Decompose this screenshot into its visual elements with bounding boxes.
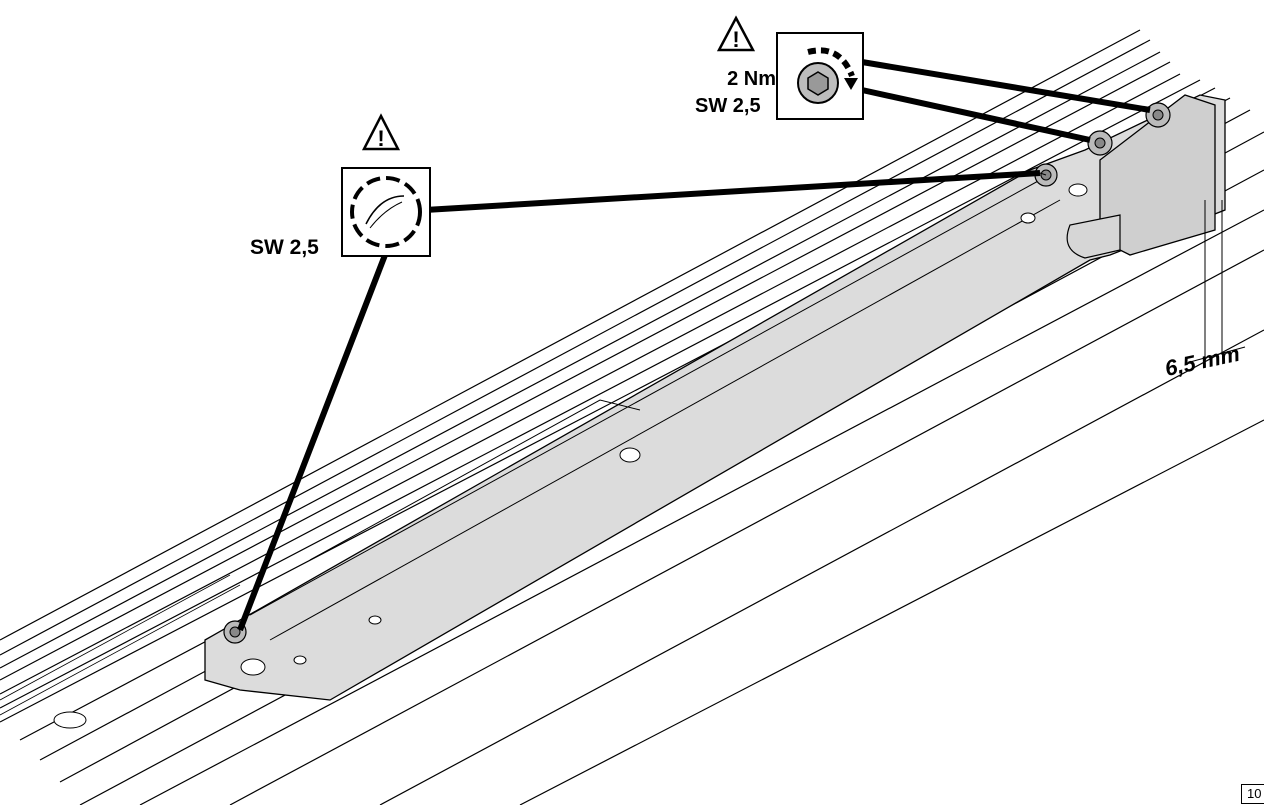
svg-text:!: ! xyxy=(377,126,384,151)
screw-top-right-1 xyxy=(1145,102,1171,128)
torque-value: 2 Nm xyxy=(727,68,776,90)
callout-top: ! xyxy=(716,15,1151,143)
screw-top-right-2 xyxy=(1087,130,1113,156)
svg-text:!: ! xyxy=(732,27,739,52)
rail-profile xyxy=(0,29,1264,805)
wrench-size-left: SW 2,5 xyxy=(250,236,319,259)
dimension-annotation xyxy=(1189,200,1246,363)
page-number: 10 xyxy=(1241,784,1264,804)
warning-triangle-icon xyxy=(361,113,401,151)
callout-left: ! xyxy=(237,113,1047,632)
screw-bottom-left xyxy=(223,620,247,644)
wrench-size-top: SW 2,5 xyxy=(695,95,761,117)
damper-component xyxy=(53,94,1226,729)
warning-triangle-icon xyxy=(716,15,756,52)
